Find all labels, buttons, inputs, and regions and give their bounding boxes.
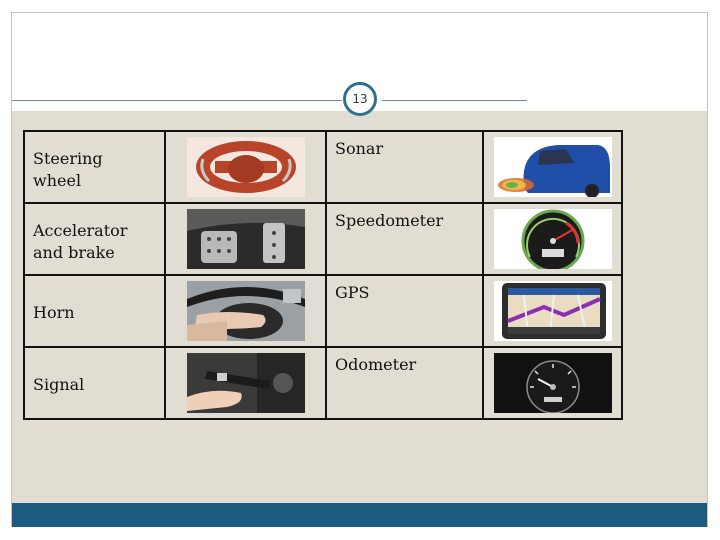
label-odometer: Odometer xyxy=(325,346,484,420)
label-signal: Signal xyxy=(23,346,166,420)
footer-bar xyxy=(12,503,707,527)
label-accelerator-brake: Accelerator and brake xyxy=(23,202,166,276)
speedometer-gauge-icon xyxy=(493,209,612,269)
accelerator-brake-pedals-icon xyxy=(186,209,305,269)
slide-number-badge: 13 xyxy=(343,82,377,116)
header-rule-right xyxy=(382,100,527,101)
gps-image xyxy=(482,274,623,348)
table-row: Accelerator and brake Speedometer xyxy=(23,202,623,276)
label-horn: Horn xyxy=(23,274,166,348)
label-speedometer: Speedometer xyxy=(325,202,484,276)
header-rule-left xyxy=(12,100,342,101)
label-gps: GPS xyxy=(325,274,484,348)
vehicle-controls-table: Steering wheel Sonar xyxy=(23,130,623,420)
pedals-image xyxy=(164,202,327,276)
signal-image xyxy=(164,346,327,420)
table-row: Steering wheel Sonar xyxy=(23,130,623,204)
turn-signal-lever-icon xyxy=(186,353,305,413)
speedometer-image xyxy=(482,202,623,276)
sonar-image xyxy=(482,130,623,204)
horn-image xyxy=(164,274,327,348)
gps-navigator-icon xyxy=(493,281,612,341)
horn-hand-on-wheel-icon xyxy=(186,281,305,341)
table-row: Horn GPS xyxy=(23,274,623,348)
label-sonar: Sonar xyxy=(325,130,484,204)
steering-wheel-image xyxy=(164,130,327,204)
steering-wheel-icon xyxy=(186,137,305,197)
odometer-image xyxy=(482,346,623,420)
odometer-gauge-icon xyxy=(493,353,612,413)
label-steering-wheel: Steering wheel xyxy=(23,130,166,204)
parking-sonar-car-icon xyxy=(493,137,612,197)
table-row: Signal Odometer xyxy=(23,346,623,420)
